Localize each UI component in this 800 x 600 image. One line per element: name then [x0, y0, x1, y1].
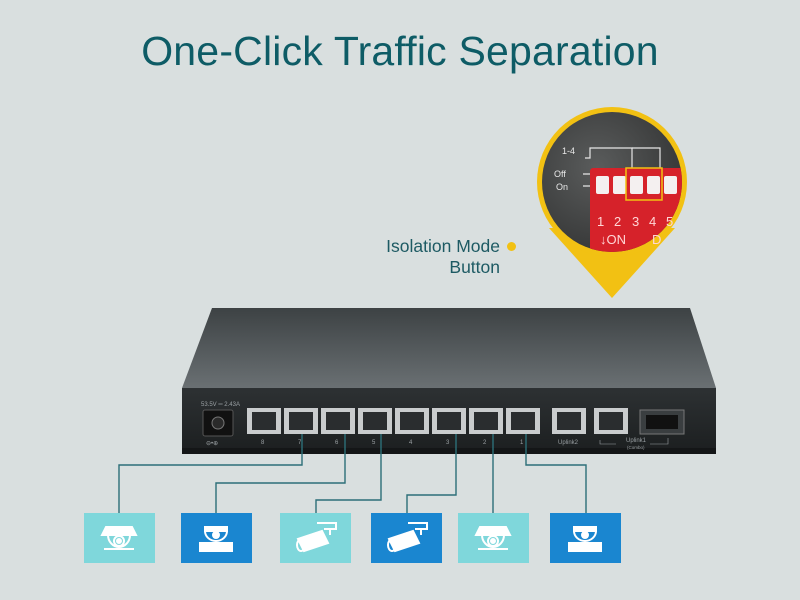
dip-number: 2 [614, 214, 621, 229]
dip-on-label: ↓ON [600, 232, 626, 247]
port-labels: 8 7 6 5 4 3 2 1 Uplink2 Uplink1 (Combo) [261, 438, 669, 450]
dip-label-on: On [556, 182, 568, 192]
dip-number: 3 [632, 214, 639, 229]
camera-tile-mini-dome [181, 513, 252, 563]
port-label: 3 [446, 440, 450, 446]
uplink1-sub-label: (Combo) [627, 445, 645, 450]
isolation-mode-callout: Isolation Mode Button [386, 236, 500, 278]
isolation-mode-zoom: 1-4 Off On 1 2 3 4 5 ↓ON D [537, 107, 687, 298]
port-label: 2 [483, 440, 487, 446]
dip-label-off: Off [554, 169, 566, 179]
dip-label-group: 1-4 [562, 146, 575, 156]
dip-number: 4 [649, 214, 656, 229]
camera-tile-dome [84, 513, 155, 563]
dip-number: 5 [666, 214, 673, 229]
uplink1-label: Uplink1 [626, 438, 647, 444]
port-label: 8 [261, 440, 265, 446]
port-label: 6 [335, 440, 339, 446]
bullet-camera-icon [296, 522, 337, 553]
port-connections [118, 434, 587, 513]
camera-tile-bullet-blue [371, 513, 442, 563]
network-switch: 53.5V ═ 2.43A ⊖•⊕ 8 7 6 5 4 3 2 1 [182, 308, 716, 454]
dip-number: 1 [597, 214, 604, 229]
power-rating-label: 53.5V ═ 2.43A [201, 402, 240, 408]
camera-tile-dome-2 [458, 513, 529, 563]
uplink2-label: Uplink2 [558, 440, 579, 446]
dip-d-label: D [652, 232, 661, 247]
camera-tile-bullet [280, 513, 351, 563]
bullet-camera-icon [387, 522, 428, 553]
page-title: One-Click Traffic Separation [141, 28, 659, 74]
port-label: 7 [298, 440, 302, 446]
dome-camera-icon [474, 526, 512, 550]
mini-dome-camera-icon [199, 526, 233, 552]
dome-camera-icon [100, 526, 138, 550]
power-symbol-label: ⊖•⊕ [206, 441, 218, 447]
callout-line-2: Button [449, 257, 500, 277]
callout-line-1: Isolation Mode [386, 236, 500, 256]
camera-tile-mini-dome-2 [550, 513, 621, 563]
port-label: 1 [520, 440, 524, 446]
dip-switch-labels: 1-4 Off On 1 2 3 4 5 ↓ON D [554, 146, 673, 247]
port-label: 4 [409, 440, 413, 446]
mini-dome-camera-icon [568, 526, 602, 552]
port-label: 5 [372, 440, 376, 446]
callout-dot [507, 242, 516, 251]
ethernet-ports [247, 408, 685, 435]
